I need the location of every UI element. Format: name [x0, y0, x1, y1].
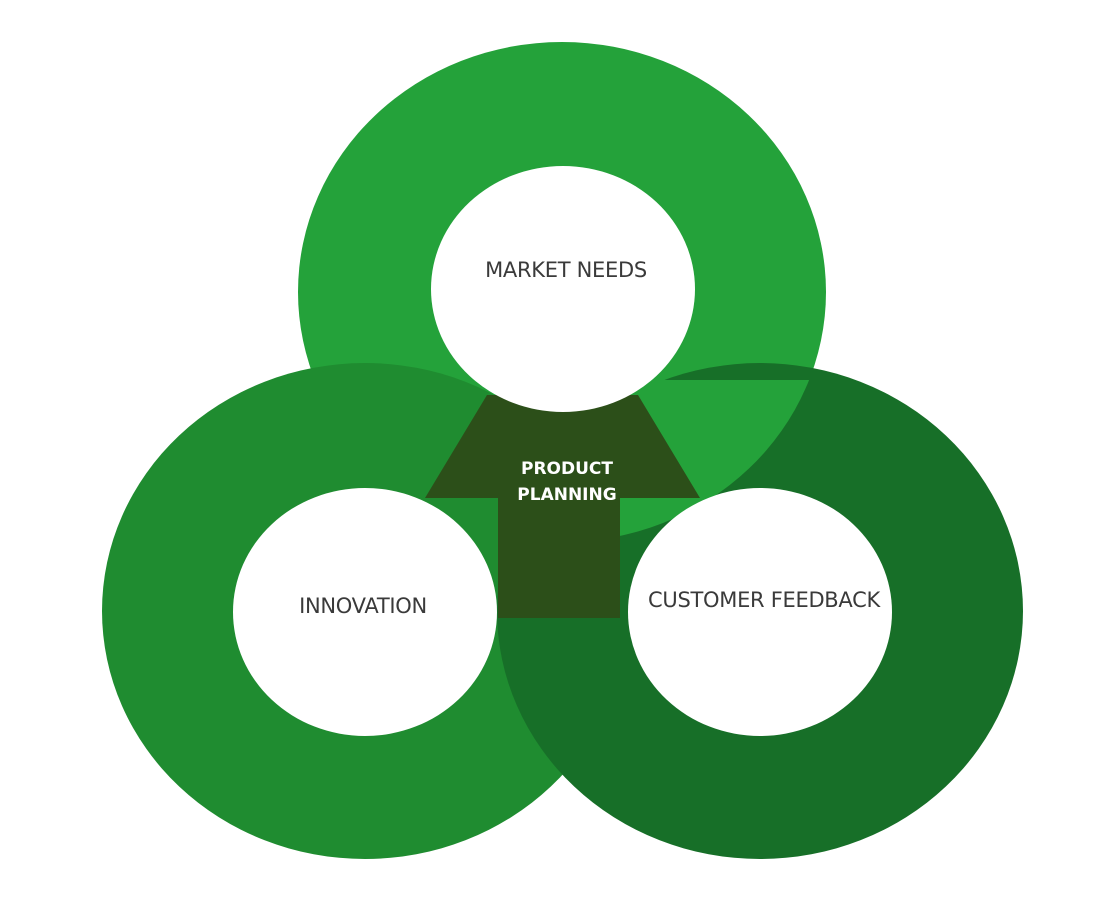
product-label: PRODUCT	[521, 459, 613, 479]
center-triangle	[425, 395, 700, 618]
market-needs-label: MARKET NEEDS	[485, 258, 647, 282]
left-inner-circle	[233, 488, 497, 736]
planning-label: PLANNING	[517, 485, 616, 505]
customer-feedback-label: CUSTOMER FEEDBACK	[648, 588, 881, 612]
innovation-label: INNOVATION	[299, 594, 427, 618]
top-inner-circle	[431, 166, 695, 412]
right-inner-circle	[628, 488, 892, 736]
